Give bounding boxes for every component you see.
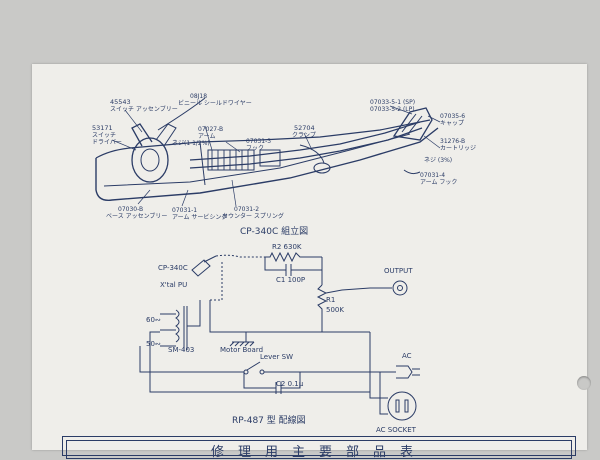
switch-assembly-label: スイッチ アッセンブリー — [110, 105, 178, 113]
balance-spring-number: 07031-2 — [234, 206, 259, 213]
ac-label: AC — [402, 352, 412, 360]
clamp-label: クランプ — [292, 132, 316, 139]
parts-table-title: 修理用主要部品表 — [210, 445, 427, 460]
vinyl-wire-label: ビニール シールドワイヤー — [178, 99, 252, 107]
output-label: OUTPUT — [384, 267, 413, 275]
assembly-caption: CP-340C 組立図 — [240, 225, 308, 237]
base-assembly-number: 07030-B — [118, 206, 143, 213]
arm-hook-number: 07031-4 — [420, 172, 445, 179]
r1-label: R1 — [326, 296, 335, 304]
switch-assembly-number: 45543 — [110, 98, 131, 106]
stylus-lp-number: 07033-5-2 (LP) — [370, 106, 415, 113]
right-screw-label: ネジ (3%) — [424, 157, 452, 164]
cp-label: CP-340C — [158, 264, 188, 272]
base-assembly-label: ベース アッセンブリー — [106, 212, 167, 220]
parts-table: 修理用主要部品表 — [62, 436, 576, 460]
stylus-sp-number: 07033-5-1 (SP) — [370, 99, 415, 106]
arm-screw-label: ネジ(1 1/2%) — [172, 140, 210, 147]
switch-driver-number: 53171 — [92, 124, 113, 132]
arm-bushing-label: アーム サービシング — [172, 213, 227, 221]
r1-value-label: 500K — [326, 306, 344, 314]
assembly-labels: 45543 スイッチ アッセンブリー 08J18 ビニール シールドワイヤー 5… — [92, 93, 476, 221]
punch-hole — [577, 376, 591, 390]
switch-driver-label-2: ドライバー — [92, 139, 122, 146]
c1-label: C1 100P — [276, 276, 305, 284]
balance-spring-label: カウンター スプリング — [222, 212, 284, 220]
r2-label: R2 630K — [272, 243, 302, 251]
arm-label: アーム — [198, 133, 215, 140]
hz60-label: 60∾ — [146, 316, 161, 324]
motor-board-label: Motor Board — [220, 346, 263, 354]
wiring-diagram — [139, 251, 420, 421]
cartridge-number: 31276-B — [440, 138, 465, 145]
arm-bushing-number: 07031-1 — [172, 207, 197, 214]
schematic-drawing: 45543 スイッチ アッセンブリー 08J18 ビニール シールドワイヤー 5… — [92, 93, 476, 434]
wiring-labels: CP-340C X'tal PU R2 630K C1 100P OUTPUT … — [146, 243, 417, 434]
cap-label: キャップ — [440, 120, 464, 127]
tonearm-assembly-drawing — [95, 97, 441, 207]
cap-number: 07035-6 — [440, 113, 465, 120]
wiring-caption: RP-487 型 配線図 — [232, 414, 306, 426]
arm-hook-label: アーム フック — [420, 179, 457, 186]
c2-label: C2 0.1μ — [276, 380, 304, 388]
hook-number: 07031-3 — [246, 138, 271, 145]
motor-label: SM-403 — [168, 346, 194, 354]
switch-driver-label-1: スイッチ — [92, 132, 116, 139]
lever-switch-label: Lever SW — [260, 353, 293, 361]
cartridge-label: カートリッジ — [440, 145, 476, 152]
hook-label: フック — [246, 145, 264, 152]
vinyl-wire-number: 08J18 — [190, 93, 207, 100]
ac-socket-label: AC SOCKET — [376, 426, 417, 434]
clamp-number: 52704 — [294, 124, 315, 132]
hz50-label: 50∾ — [146, 340, 161, 348]
xtal-pu-label: X'tal PU — [160, 281, 187, 289]
arm-number: 07027-B — [198, 126, 223, 133]
